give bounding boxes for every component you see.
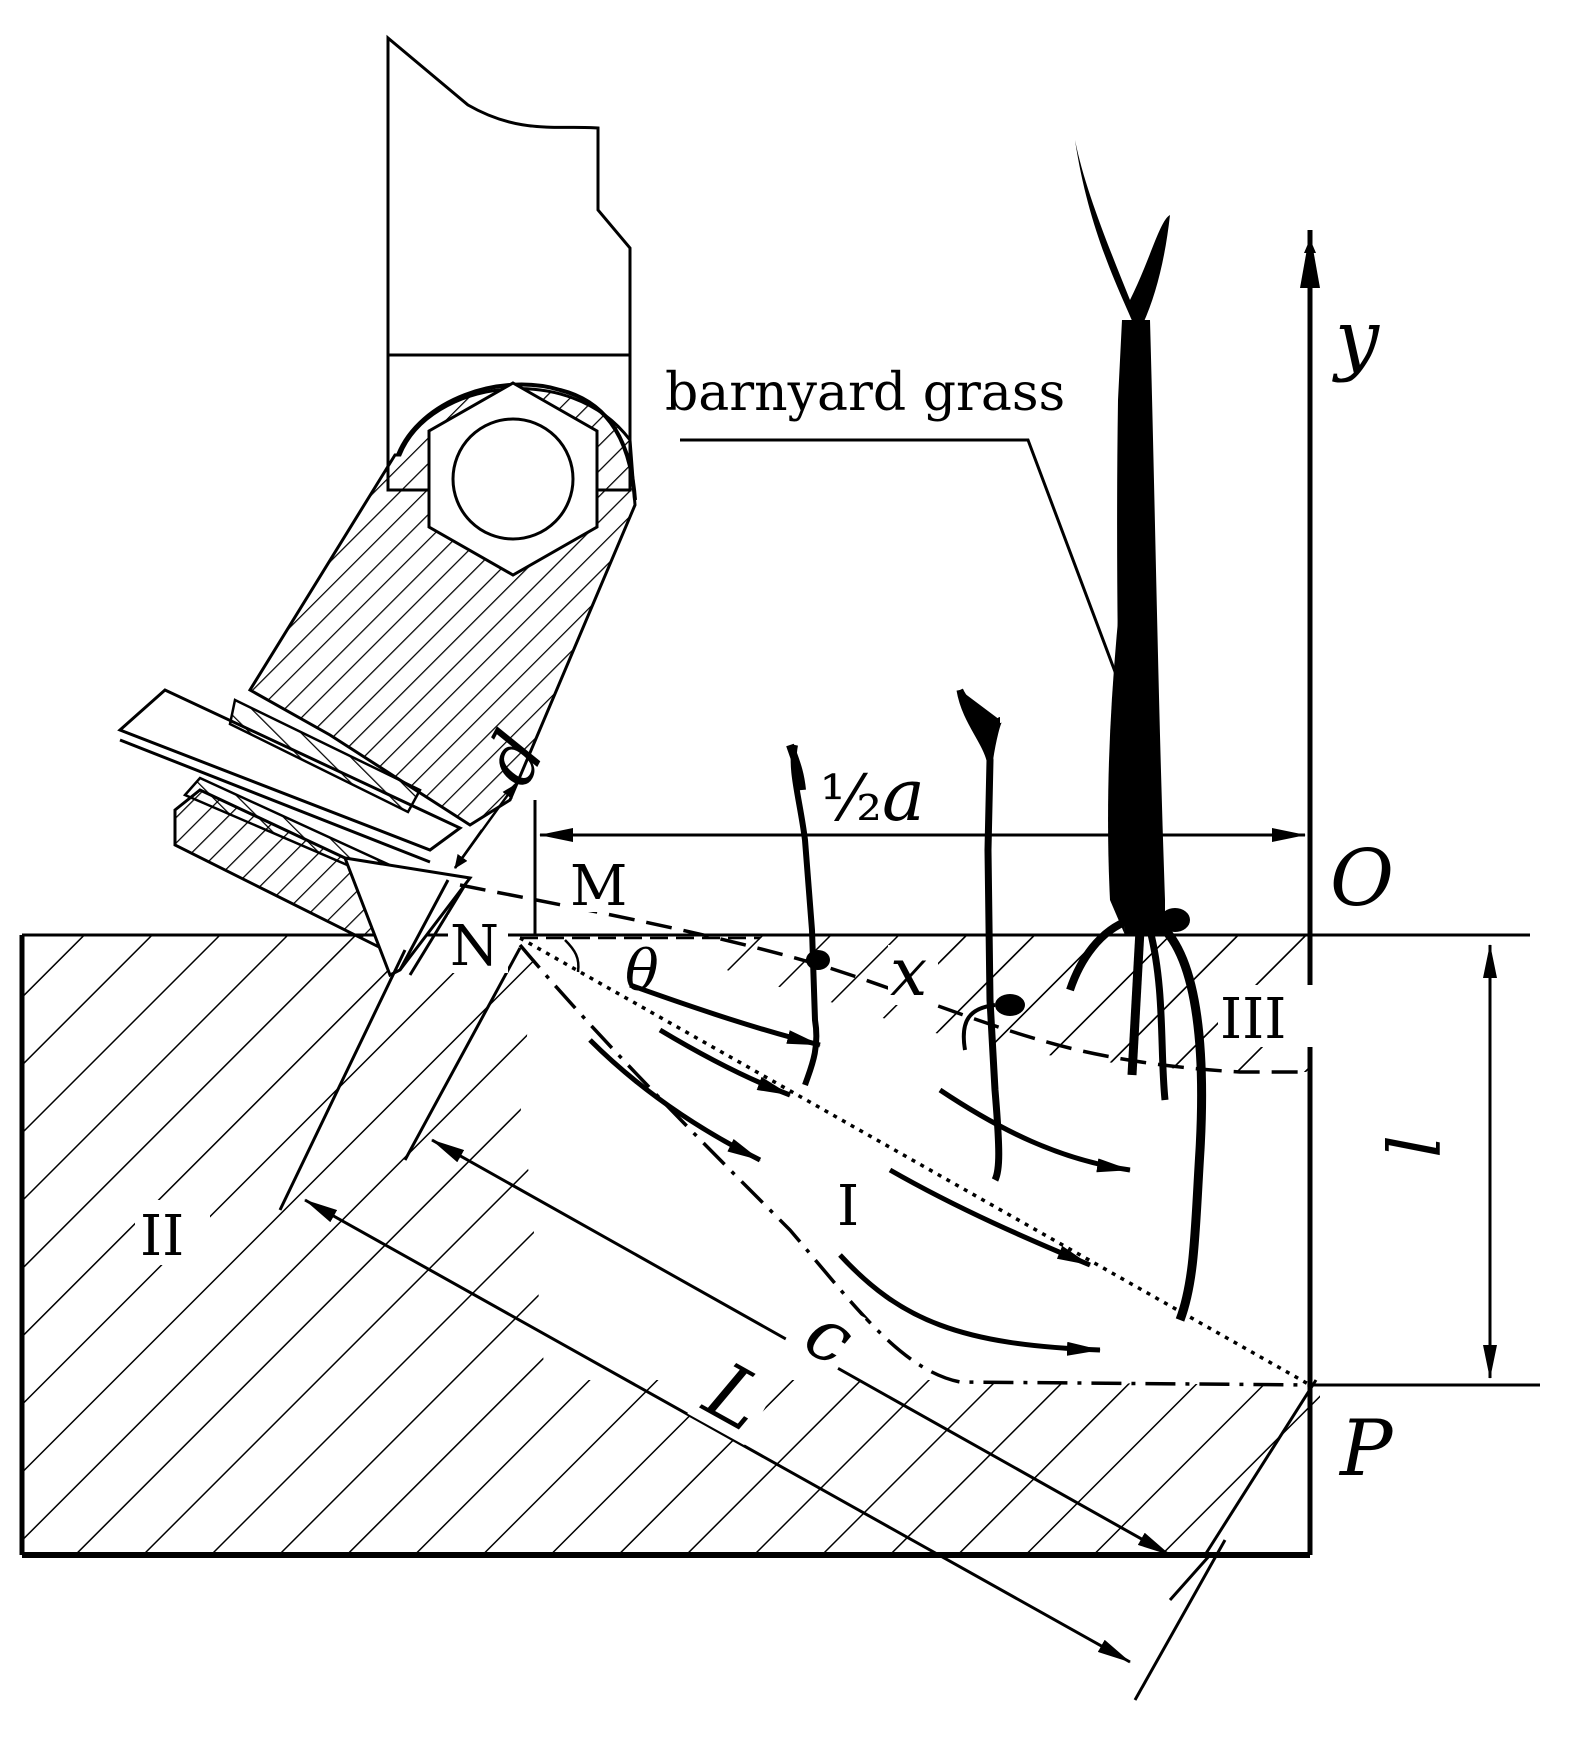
barnyard-grass: [1066, 140, 1207, 1322]
y-axis-arrowhead: [1300, 232, 1320, 288]
dim-x-label: x: [890, 934, 927, 1011]
point-n-label: N: [450, 914, 499, 979]
axis-y-label: y: [1332, 294, 1380, 384]
angle-theta-label: θ: [625, 939, 659, 1004]
region-2-label: II: [140, 1204, 184, 1269]
dim-L: [278, 949, 1227, 1701]
dim-l: [1310, 944, 1540, 1387]
dim-l-label: l: [1368, 1135, 1452, 1158]
weed-small-1: [786, 743, 830, 1086]
point-m-label: M: [570, 854, 627, 919]
dim-d: [453, 784, 517, 869]
angle-theta-arc: [564, 939, 580, 973]
cutter-mechanism: [117, 34, 637, 978]
dim-half-a-label: ½a: [820, 753, 925, 837]
barnyard-grass-label: barnyard grass: [665, 363, 1065, 423]
region-1-label: I: [837, 1174, 859, 1239]
dim-half-a: [533, 800, 1306, 935]
point-p-label: P: [1338, 1404, 1394, 1494]
barnyard-grass-leader: [680, 438, 1122, 686]
origin-label: O: [1330, 834, 1394, 924]
region-3-label: III: [1220, 987, 1286, 1052]
